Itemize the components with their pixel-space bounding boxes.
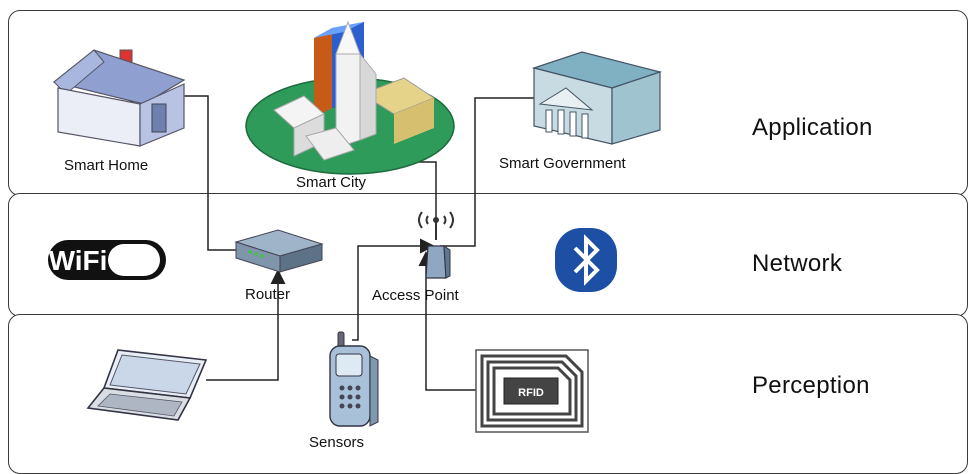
wifi-logo: WiFi (48, 240, 166, 280)
bluetooth-icon (555, 228, 617, 292)
government-building-icon (531, 51, 663, 145)
access-point-icon (418, 211, 454, 279)
house-icon (52, 49, 186, 147)
laptop-icon (86, 349, 208, 421)
smart-government-label: Smart Government (499, 155, 626, 172)
perception-layer-title: Perception (752, 372, 870, 399)
smart-city-label: Smart City (296, 174, 367, 191)
application-layer-title: Application (752, 114, 873, 141)
rfid-ap-link (418, 251, 478, 391)
smart-home-label: Smart Home (64, 157, 149, 174)
wifi-text: WiFi (49, 245, 108, 276)
sensor-phone-icon (329, 331, 379, 427)
router-icon (234, 229, 324, 273)
access-point-label: Access Point (372, 287, 459, 304)
laptop-router-link (206, 269, 286, 381)
sensors-label: Sensors (309, 434, 365, 451)
router-label: Router (245, 286, 291, 303)
rfid-tag-icon: RFID (475, 349, 589, 433)
network-layer (8, 193, 968, 317)
network-layer-title: Network (752, 250, 843, 277)
rfid-text: RFID (518, 387, 544, 399)
ap-government-link (440, 90, 588, 247)
sensors-ap-link (352, 238, 435, 341)
city-icon (245, 20, 455, 175)
